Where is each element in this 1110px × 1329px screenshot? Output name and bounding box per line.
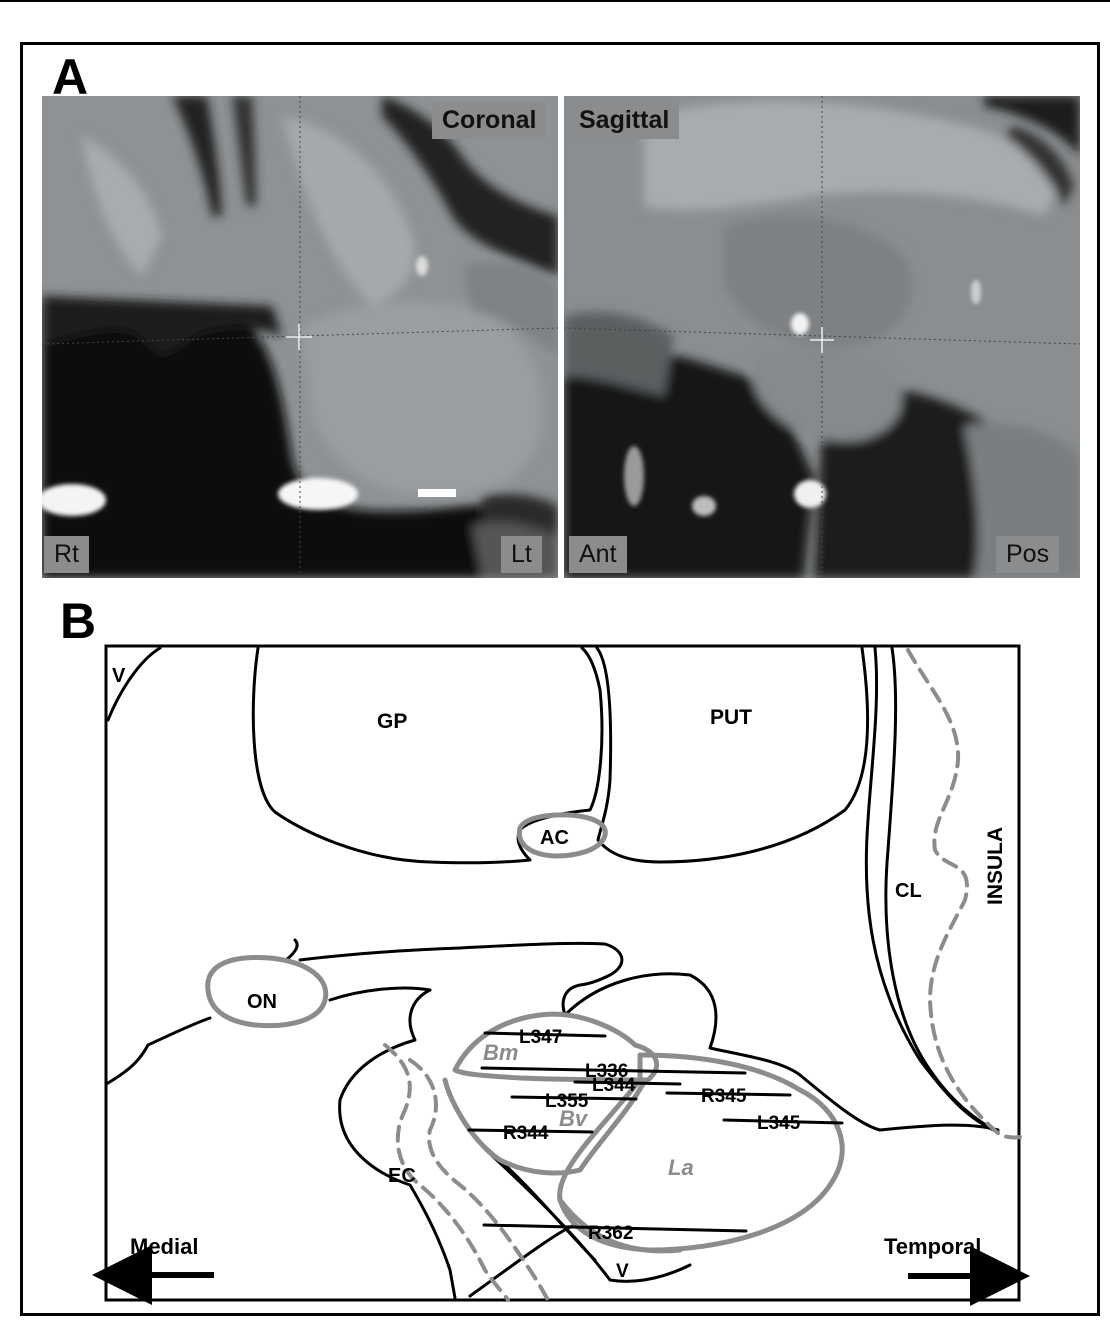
insula-dashed-line (906, 648, 1022, 1140)
electrode-l355-label: L355 (545, 1091, 589, 1112)
cl-label: CL (895, 880, 922, 902)
ec-outer (338, 988, 457, 1300)
sagittal-anterior-label: Ant (569, 536, 627, 573)
figure-frame (20, 42, 1100, 1316)
electrode-l336-line (480, 1066, 747, 1075)
la-lower-edge (557, 1197, 683, 1254)
electrode-r345-line (665, 1091, 792, 1097)
medial-upper-line (298, 941, 624, 1017)
la-outline (557, 1052, 845, 1253)
sagittal-mri-image (564, 96, 1080, 578)
la-label: La (668, 1155, 694, 1180)
bm-label: Bm (483, 1040, 518, 1065)
electrode-r344-label: R344 (503, 1123, 549, 1144)
on-outline (205, 954, 329, 1029)
ec-dashed-inner (408, 1058, 550, 1302)
amygdala-outer-top (563, 972, 1000, 1132)
electrode-l344-label: L344 (592, 1075, 636, 1096)
gp-outline (251, 646, 604, 865)
coronal-right-side-label: Rt (44, 536, 89, 573)
v-bottom-label: V (616, 1261, 629, 1282)
ec-dashed-outer (383, 1043, 510, 1302)
bv-outline (442, 1077, 648, 1176)
electrode-l345-label: L345 (757, 1113, 801, 1134)
coronal-left-side-label: Lt (501, 536, 542, 573)
ventricle-wall-top (106, 646, 162, 722)
electrode-l347-line (483, 1031, 607, 1038)
ac-label: AC (540, 827, 569, 849)
put-outline (595, 646, 870, 864)
ac-outline (516, 812, 608, 859)
medial-label: Medial (130, 1234, 198, 1259)
coronal-view-label: Coronal (432, 102, 547, 139)
electrode-l345-line (722, 1118, 844, 1125)
electrode-l347-label: L347 (519, 1027, 562, 1048)
panel-a-letter: A (52, 49, 89, 105)
on-label: ON (247, 991, 277, 1013)
electrode-r345-label: R345 (701, 1086, 747, 1107)
electrode-l355-line (510, 1095, 638, 1101)
coronal-mri-image (42, 96, 558, 578)
electrode-l336-label: L336 (585, 1061, 628, 1082)
medial-upper-hook (284, 938, 299, 962)
bv-label: Bv (559, 1106, 589, 1131)
top-rule (0, 0, 1110, 2)
put-label: PUT (710, 706, 752, 729)
v-wedge-upper (484, 1148, 692, 1283)
sagittal-posterior-label: Pos (996, 536, 1060, 573)
electrode-r362-line (482, 1223, 748, 1233)
medial-lower-line (106, 1016, 212, 1085)
ec-label: EC (388, 1165, 416, 1187)
diagram-frame (104, 644, 1021, 1302)
panel-b-letter: B (60, 593, 97, 649)
sagittal-view-label: Sagittal (569, 102, 680, 139)
gp-label: GP (377, 710, 407, 733)
cl-inner (884, 646, 1000, 1134)
on-connector (328, 986, 432, 1002)
electrode-r344-line (467, 1128, 594, 1134)
temporal-label: Temporal (884, 1234, 981, 1259)
insula-label: INSULA (984, 827, 1007, 905)
electrode-l344-line (573, 1080, 682, 1086)
mri-divider (558, 96, 564, 578)
v-top-label: V (112, 665, 126, 687)
electrode-r362-label: R362 (588, 1223, 633, 1244)
